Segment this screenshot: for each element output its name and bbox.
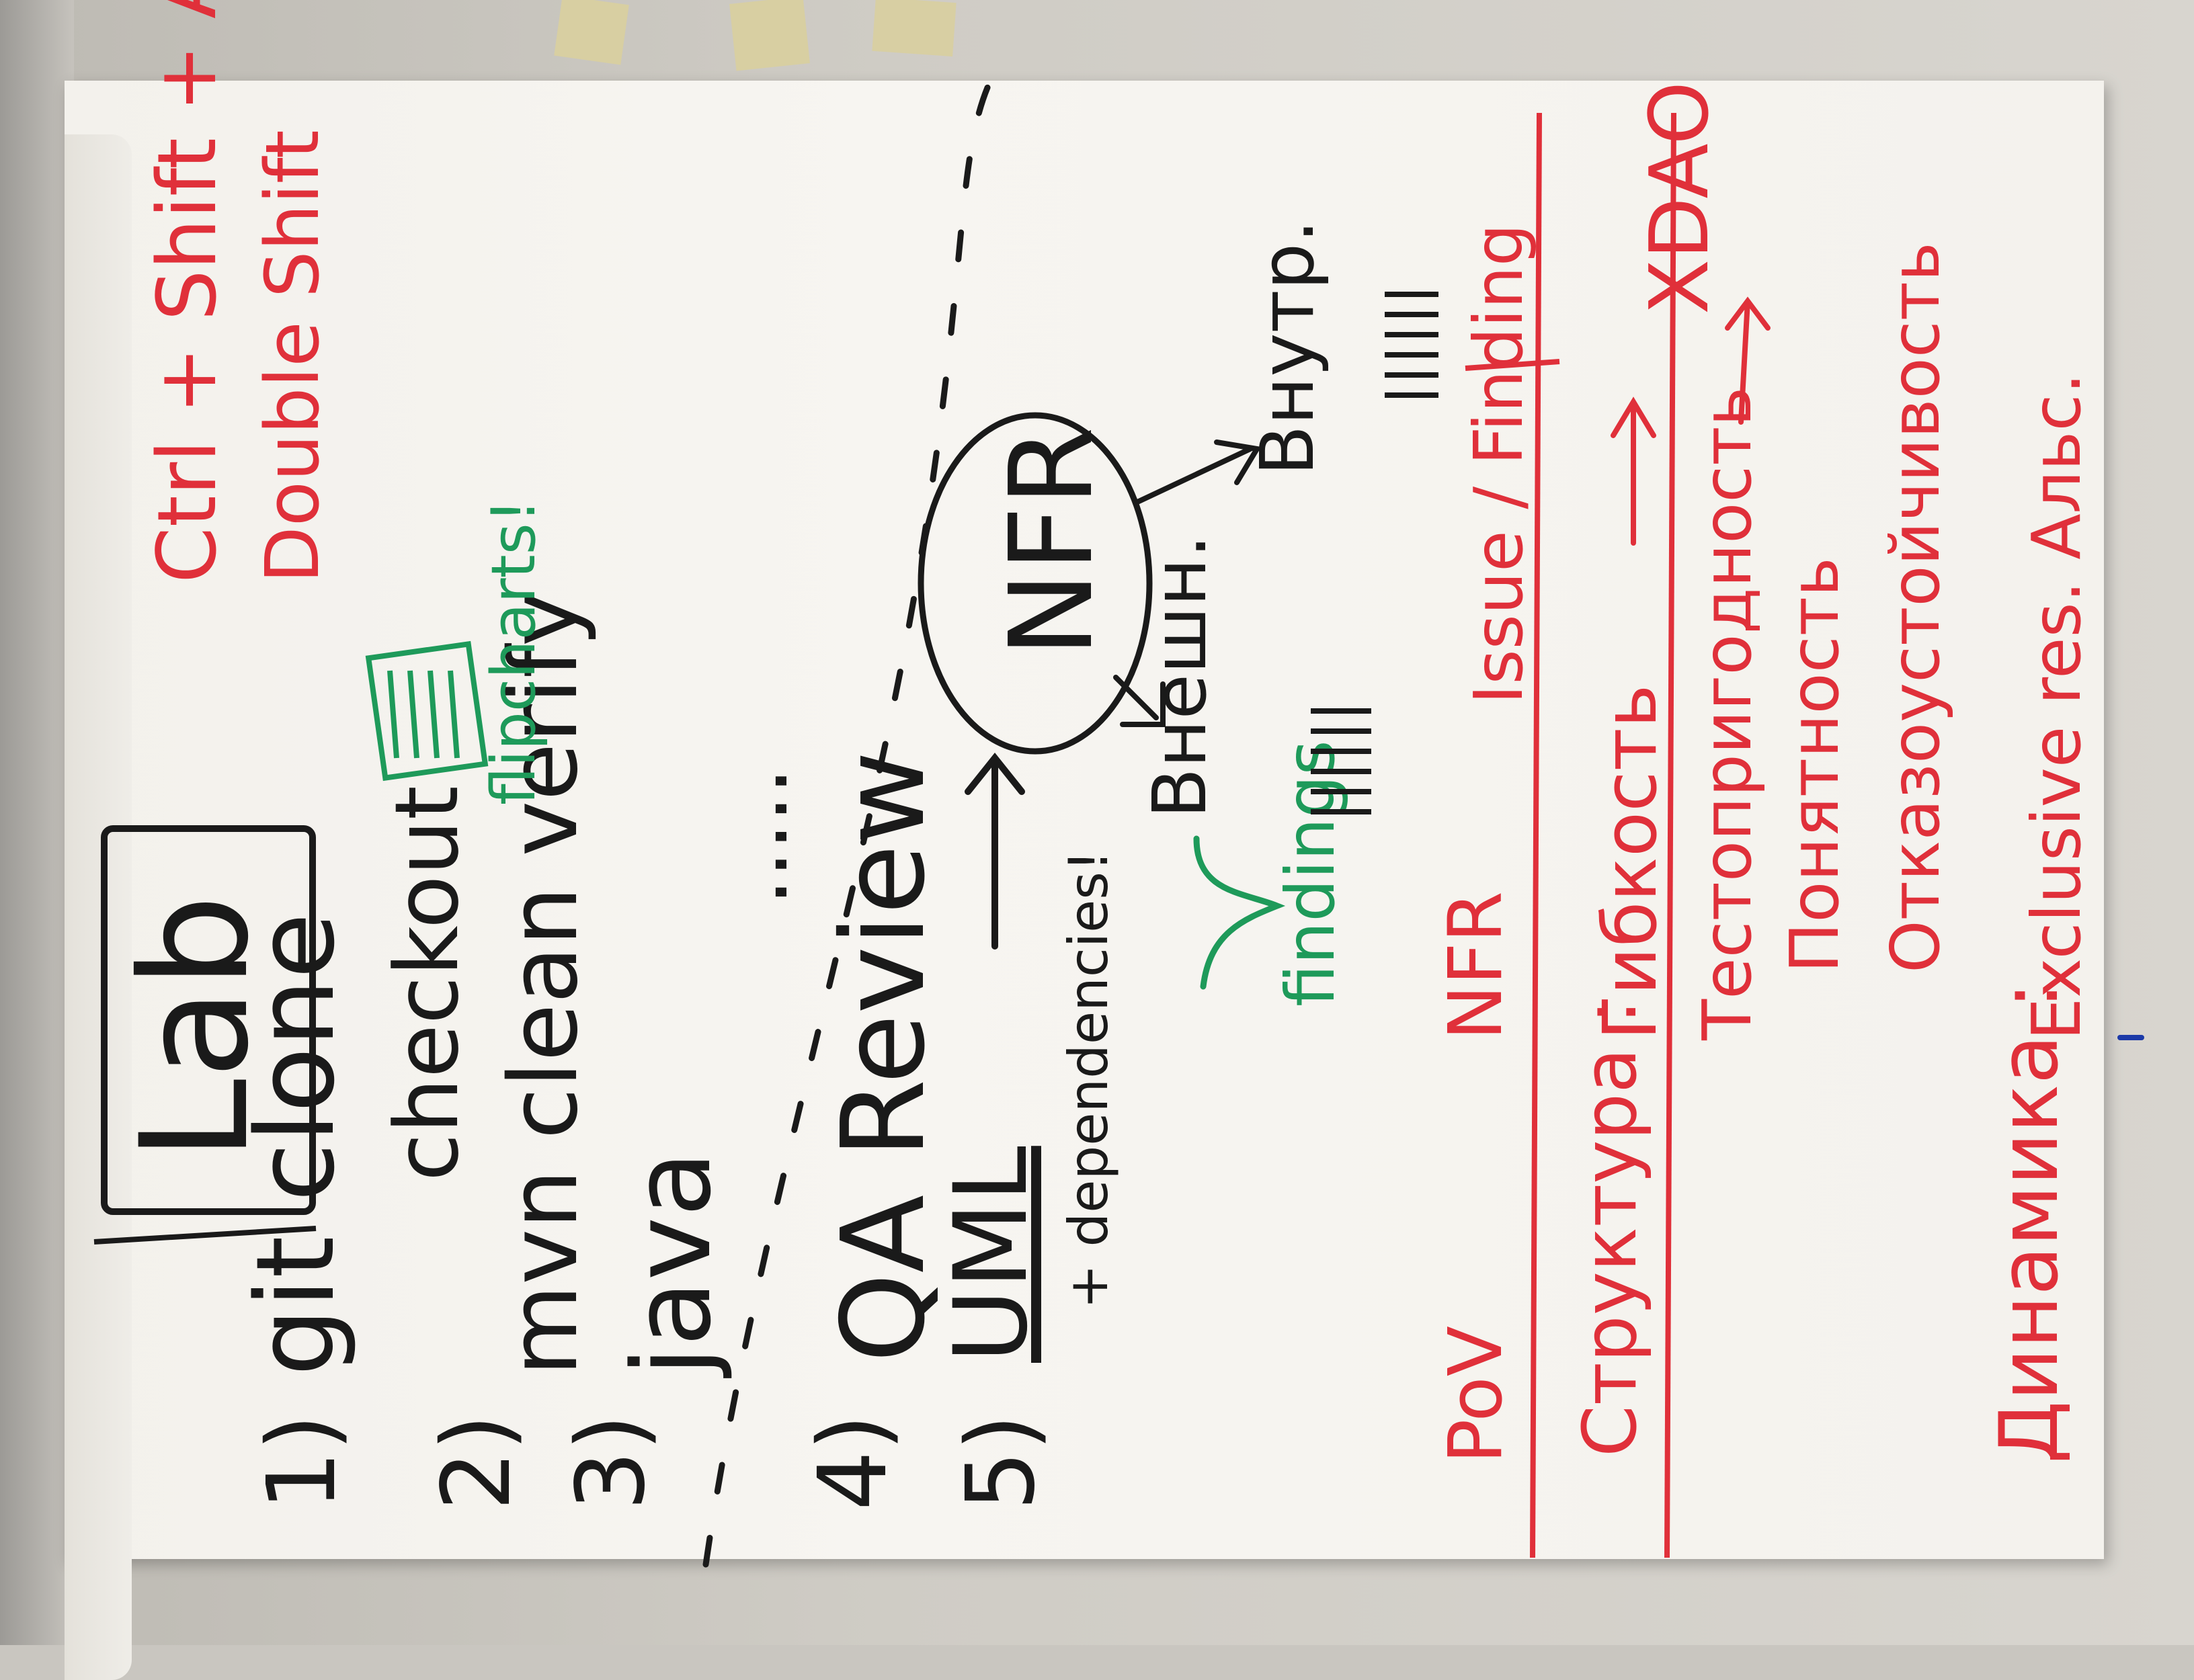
board-edge: [0, 0, 74, 1645]
nfr-arrow-right: [1133, 439, 1262, 505]
nfr-ellipse: [918, 412, 1153, 755]
flipchart-sketch-icon: [365, 640, 489, 782]
hatch-marks-left: [1311, 708, 1371, 814]
paper-curl: [65, 134, 132, 1680]
flipchart-content: Lab 1) git clone checkout 2) mvn clean v…: [93, 0, 2096, 1568]
dashed-separator: [702, 83, 991, 1568]
red-arrow-1: [1611, 396, 1656, 546]
hand-drawn-strokes: [93, 83, 1771, 1568]
findings-brace: [1193, 835, 1286, 990]
qa-arrow: [965, 752, 1025, 950]
marker-mark: [2117, 1035, 2144, 1040]
nfr-arrow-left: [1113, 675, 1166, 727]
hatch-marks-right: [1385, 292, 1438, 398]
red-table-lines: [1465, 112, 1676, 1558]
lab-box-underline: [93, 1226, 317, 1245]
red-arrow-2: [1725, 296, 1771, 425]
